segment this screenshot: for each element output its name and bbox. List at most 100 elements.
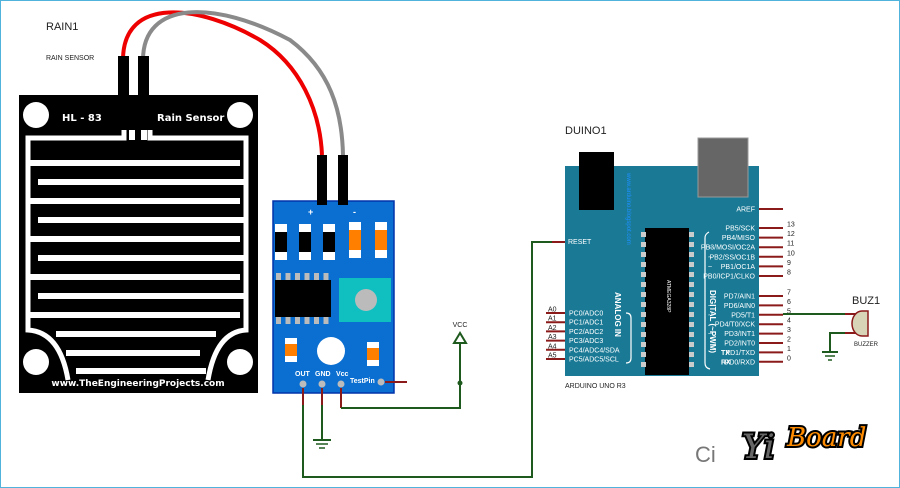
digital-pin-number: 3 — [787, 327, 791, 334]
digital-bracket — [704, 231, 711, 370]
watermark-logo: Ci Yi Board — [695, 421, 868, 469]
pin-out[interactable] — [299, 380, 307, 388]
rain-sensor-type: RAIN SENSOR — [46, 55, 94, 62]
pin-gnd[interactable] — [318, 380, 326, 388]
comparator-ic — [275, 273, 331, 324]
digital-pin-name: PD7/AIN1 — [724, 294, 755, 301]
pin-label-testpin: TestPin — [350, 378, 375, 385]
module-wiring — [302, 241, 565, 478]
analog-pin-name: PC1/ADC1 — [569, 320, 603, 327]
sensor-connector-pin-2 — [138, 56, 149, 96]
arduino-model: ARDUINO UNO R3 — [565, 383, 626, 390]
minus-label: - — [353, 207, 356, 217]
red-wire — [121, 10, 324, 156]
vcc-label: VCC — [453, 322, 468, 329]
pin-label-out: OUT — [295, 371, 311, 378]
pin-testpin[interactable] — [377, 378, 385, 386]
digital-pin-name: PB0/ICP1/CLKO — [703, 274, 755, 281]
digital-pin-number: 11 — [787, 241, 794, 248]
digital-title: DIGITAL (~PWM) — [708, 290, 717, 353]
analog-title: ANALOG IN — [613, 292, 622, 337]
digital-pin-number: 8 — [787, 270, 791, 277]
vcc-arrow-icon — [452, 331, 468, 344]
digital-pin-name: PB5/SCK — [725, 226, 755, 233]
pwm-tilde: ~ — [708, 303, 712, 310]
module-header-pin-2 — [338, 155, 348, 205]
arduino-uno[interactable]: DUINO1 www.arduino.blogspot.com ATMEGA32… — [546, 125, 795, 390]
reset-pin-label: RESET — [568, 239, 592, 246]
trace — [30, 198, 240, 204]
digital-pin-name: PB1/OC1A — [721, 264, 756, 271]
digital-pin-number: 2 — [787, 337, 791, 344]
watermark-brand-left: Yi — [742, 427, 775, 467]
serial-tag: TX — [721, 350, 730, 357]
led-icon — [317, 337, 345, 365]
potentiometer-knob-icon[interactable] — [355, 289, 377, 311]
trace — [30, 160, 240, 166]
trace — [30, 312, 240, 318]
chip-label: ATMEGA328P — [665, 280, 671, 313]
module-header-pin-1 — [317, 155, 327, 205]
buzzer-ground-icon — [822, 351, 838, 361]
analog-pin-number: A1 — [548, 316, 557, 323]
sensor-board — [19, 95, 258, 393]
pin-label-vcc: Vcc — [336, 371, 349, 378]
sensor-module[interactable]: + - OUT GND Vcc TestPin — [272, 155, 395, 394]
arduino-ref: DUINO1 — [565, 125, 607, 137]
rain-sensor-ref: RAIN1 — [46, 21, 78, 33]
digital-pin-name: PD4/T0/XCK — [715, 322, 755, 329]
analog-pin-number: A4 — [548, 343, 557, 350]
digital-pin-name: PD5/T1 — [731, 312, 755, 319]
analog-pin-name: PC3/ADC3 — [569, 338, 603, 345]
aref-label: AREF — [736, 207, 755, 214]
rain-sensor[interactable]: RAIN1 RAIN SENSOR HL - 83 Rain Sensor ww… — [19, 10, 345, 393]
pin-vcc[interactable] — [337, 380, 345, 388]
analog-pin-number: A0 — [548, 307, 557, 314]
buzzer-ref: BUZ1 — [852, 295, 880, 307]
digital-pin-name: PD0/RXD — [725, 359, 755, 366]
digital-pin-number: 9 — [787, 260, 791, 267]
trace — [38, 217, 244, 223]
pwm-tilde: ~ — [708, 331, 712, 338]
buzzer[interactable]: BUZ1 BUZZER — [783, 295, 880, 361]
net-out-to-reset — [302, 241, 552, 478]
digital-pin-name: PB3/MOSI/OC2A — [701, 245, 755, 252]
analog-pin-number: A5 — [548, 353, 557, 360]
digital-pin-number: 13 — [787, 222, 795, 229]
sensor-traces — [25, 130, 249, 381]
pwm-tilde: ~ — [708, 264, 712, 271]
digital-pin-number: 7 — [787, 290, 791, 297]
trace — [38, 293, 244, 299]
digital-pin-number: 1 — [787, 346, 791, 353]
vcc-terminal: VCC — [452, 322, 468, 344]
analog-pin-number: A3 — [548, 334, 557, 341]
power-jack — [579, 152, 614, 210]
pwm-tilde: ~ — [708, 245, 712, 252]
digital-pin-number: 0 — [787, 355, 791, 362]
pwm-tilde: ~ — [708, 312, 712, 319]
watermark-brand-right: Board — [786, 423, 866, 453]
digital-pin-number: 4 — [787, 318, 791, 325]
mount-hole-icon — [227, 102, 253, 128]
mount-hole-icon — [227, 349, 253, 375]
analog-pin-name: PC2/ADC2 — [569, 329, 603, 336]
atmega-chip — [645, 228, 689, 375]
vertical-url: www.arduino.blogspot.com — [625, 172, 631, 245]
trace — [30, 236, 240, 242]
mount-hole-icon — [23, 102, 49, 128]
gray-wire — [141, 10, 345, 156]
board-model: HL - 83 — [62, 113, 102, 124]
website-label: www.TheEngineeringProjects.com — [51, 379, 224, 389]
board-title: Rain Sensor — [157, 113, 224, 124]
pin-label-gnd: GND — [315, 371, 331, 378]
digital-pin-name: PD6/AIN0 — [724, 303, 755, 310]
net-vcc — [341, 340, 461, 409]
trace — [38, 255, 244, 261]
trace — [38, 179, 244, 185]
resistor-row — [275, 222, 387, 260]
trace — [30, 274, 240, 280]
usb-port — [697, 137, 749, 198]
digital-pin-number: 10 — [787, 250, 795, 257]
sensor-connector-pin-1 — [118, 56, 129, 96]
analog-pin-name: PC4/ADC4/SDA — [569, 347, 620, 354]
